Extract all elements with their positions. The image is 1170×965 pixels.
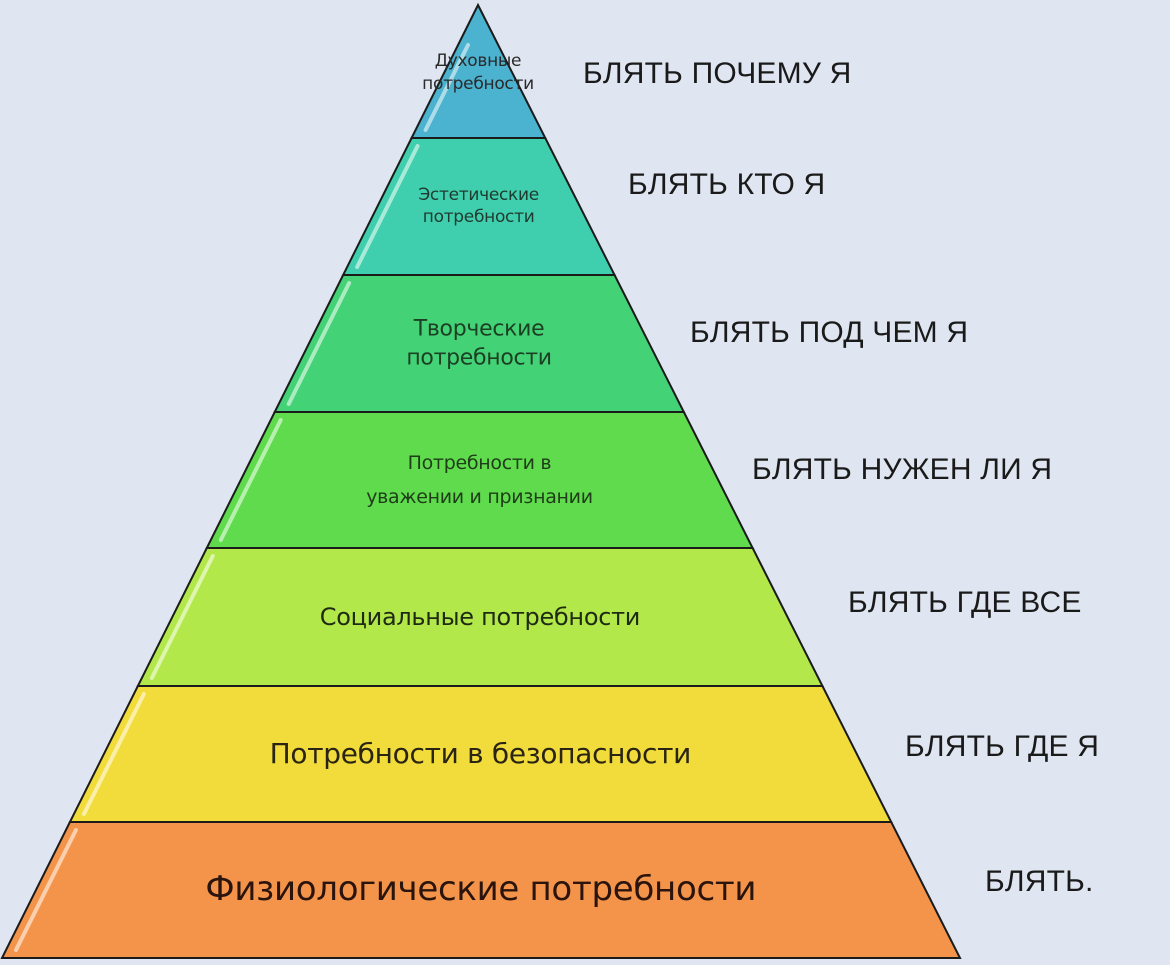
tier-label-6: Потребности в безопасности [269,735,692,773]
tier-caption-1: БЛЯТЬ ПОЧЕМУ Я [583,57,852,90]
tier-label-line: уважении и признании [366,486,593,508]
tier-caption-2: БЛЯТЬ КТО Я [628,168,826,201]
tier-label-line: Потребности в безопасности [269,737,692,771]
tier-highlight [149,554,215,680]
tier-caption-4: БЛЯТЬ НУЖЕН ЛИ Я [752,453,1053,486]
tier-label-line: Физиологические потребности [205,869,757,910]
tier-label-line: Потребности в [407,451,552,474]
tier-label-line: потребности [422,207,535,228]
tier-label-line: Творческие [413,315,545,341]
tier-label-line: Социальные потребности [319,602,641,631]
tier-highlight [81,692,146,816]
tier-label-4: Потребности в уважении и признании [366,446,593,514]
tier-caption-7: БЛЯТЬ. [985,865,1094,898]
tier-caption-6: БЛЯТЬ ГДЕ Я [905,730,1100,763]
tier-label-line: Духовные [434,51,522,72]
tier-highlight [423,43,471,132]
tier-label-line: потребности [406,345,552,371]
tier-label-5: Социальные потребности [319,601,641,633]
tier-label-line: Эстетические [418,184,539,205]
tier-label-line: потребности [422,74,534,94]
pyramid-tier-7 [0,821,962,959]
tier-highlight [13,828,78,952]
tier-caption-5: БЛЯТЬ ГДЕ ВСЕ [848,586,1082,619]
tier-highlight [355,144,420,269]
tier-highlight [218,418,283,542]
tier-label-3: Творческие потребности [406,314,552,373]
tier-highlight [286,281,352,406]
tier-label-7: Физиологические потребности [205,867,756,913]
tier-caption-3: БЛЯТЬ ПОД ЧЕМ Я [690,316,969,349]
